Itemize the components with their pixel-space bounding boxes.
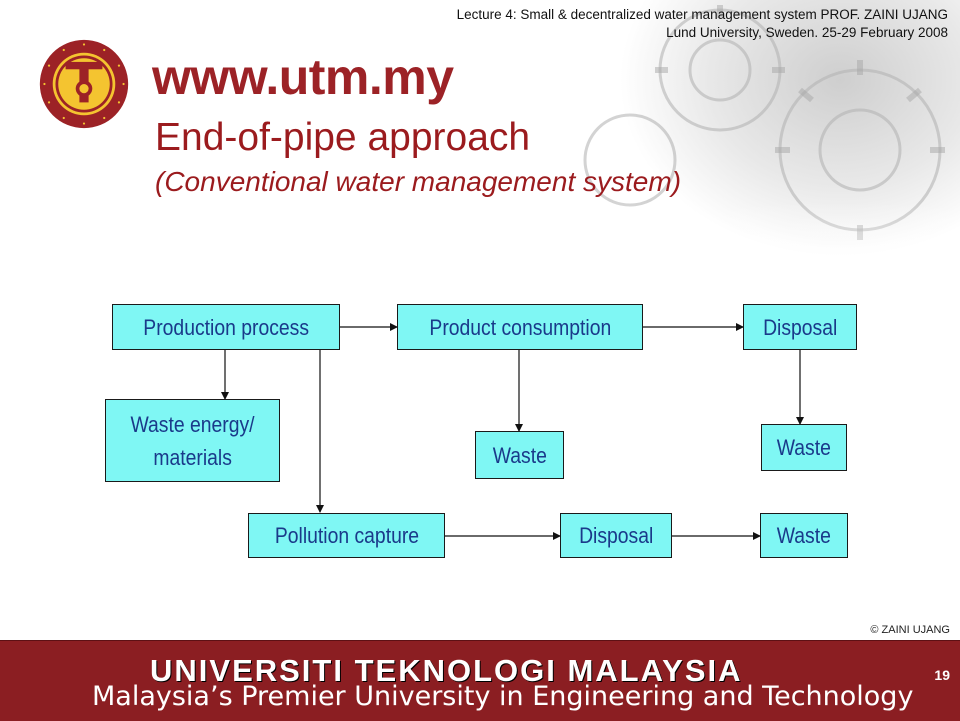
node-production-process-label: Production process xyxy=(143,314,309,340)
node-waste-energy-line1: Waste energy/ xyxy=(130,411,255,437)
node-production-process: Production process xyxy=(112,304,340,350)
node-waste-consumption-label: Waste xyxy=(492,442,547,468)
node-disposal-top: Disposal xyxy=(743,304,857,350)
node-disposal-bottom: Disposal xyxy=(560,513,672,558)
node-pollution-capture: Pollution capture xyxy=(248,513,445,558)
page-number: 19 xyxy=(934,667,950,683)
node-pollution-capture-label: Pollution capture xyxy=(274,523,419,548)
node-product-consumption-label: Product consumption xyxy=(429,314,611,340)
footer-banner: UNIVERSITI TEKNOLOGI MALAYSIA Malaysia’s… xyxy=(0,640,960,721)
node-waste-energy-materials: Waste energy/ materials xyxy=(105,399,280,482)
node-disposal-bottom-label: Disposal xyxy=(578,523,654,548)
slide-title: End-of-pipe approach xyxy=(155,116,531,159)
footer-university-name: UNIVERSITI TEKNOLOGI MALAYSIA xyxy=(150,653,743,688)
header-line-2: Lund University, Sweden. 25-29 February … xyxy=(666,25,948,40)
node-waste-disposal: Waste xyxy=(761,424,847,471)
node-waste-bottom: Waste xyxy=(760,513,848,558)
slide-subtitle: (Conventional water management system) xyxy=(155,166,682,197)
footer-tagline: Malaysia’s Premier University in Enginee… xyxy=(92,681,914,712)
node-waste-energy-line2: materials xyxy=(153,444,232,470)
header-line-1: Lecture 4: Small & decentralized water m… xyxy=(456,7,948,22)
node-disposal-top-label: Disposal xyxy=(762,314,838,340)
node-waste-consumption: Waste xyxy=(475,431,564,479)
site-url[interactable]: www.utm.my xyxy=(152,49,454,105)
lecture-header: Lecture 4: Small & decentralized water m… xyxy=(457,6,948,42)
node-waste-disposal-label: Waste xyxy=(776,435,832,460)
node-product-consumption: Product consumption xyxy=(397,304,643,350)
utm-logo-icon xyxy=(39,39,129,129)
node-waste-bottom-label: Waste xyxy=(776,523,832,548)
copyright-notice: © ZAINI UJANG xyxy=(870,624,950,636)
